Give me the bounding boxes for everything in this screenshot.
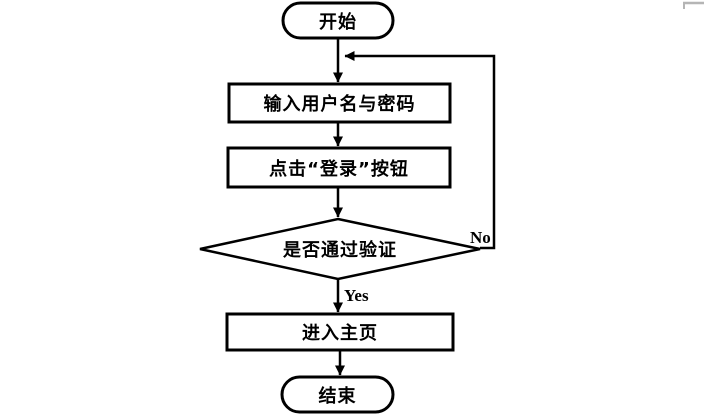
start-node-shape (281, 1, 395, 40)
home-node-shape (225, 312, 455, 352)
end-node-shape (280, 375, 395, 414)
cropped-border-fragment (683, 1, 704, 9)
click-node-shape (226, 146, 452, 189)
edge-verify-no-loopback (344, 51, 496, 250)
input-node-shape (227, 82, 452, 124)
verify-decision-shape (199, 217, 481, 281)
